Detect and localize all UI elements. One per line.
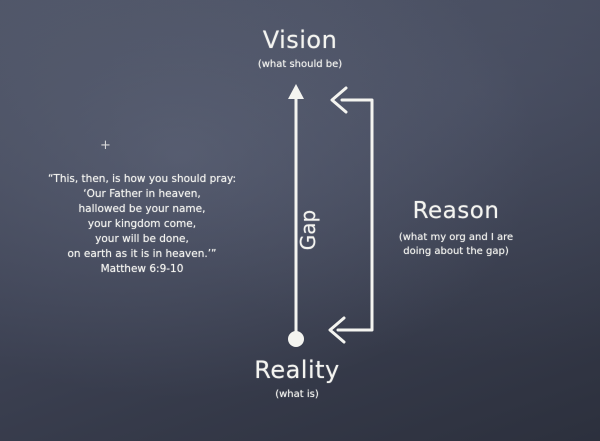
quote-line: your will be done, [95,233,189,245]
quote-line: hallowed be your name, [78,203,206,215]
vision-subtitle: (what should be) [257,59,343,70]
reality-title: Reality [254,356,340,384]
reason-subtitle-line: doing about the gap) [403,246,509,257]
quote-line: “This, then, is how you should pray: [47,173,237,185]
vision-title: Vision [262,26,338,54]
quote-line: ‘Our Father in heaven, [83,188,201,200]
reason-title: Reason [412,198,500,224]
top-left-arrow-icon [330,86,348,114]
reason-loop-line [336,98,374,332]
bottom-left-arrow-icon [328,316,346,344]
reality-dot-icon [288,331,304,347]
quote-reference: Matthew 6:9-10 [100,263,184,275]
scripture-quote: “This, then, is how you should pray: ‘Ou… [18,172,266,277]
cross-icon: + [100,138,111,153]
up-arrowhead-icon [288,84,304,99]
quote-line: on earth as it is in heaven.’” [67,248,217,260]
reality-subtitle: (what is) [275,389,319,400]
reason-subtitle-line: (what my org and I are [398,232,514,243]
reason-subtitle: (what my org and I are doing about the g… [386,231,526,259]
quote-line: your kingdom come, [87,218,197,230]
gap-label: Gap [296,209,320,251]
